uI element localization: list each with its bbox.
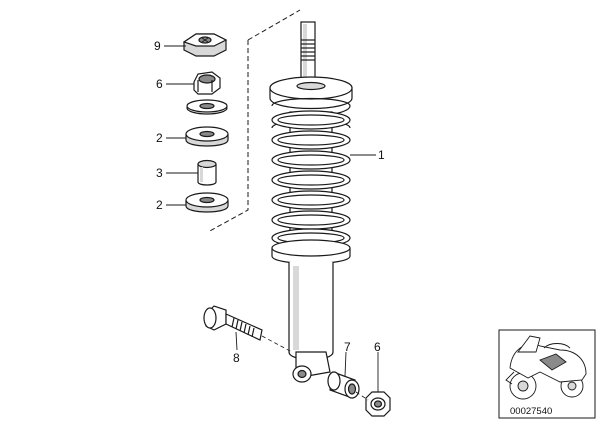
adjuster-knob — [182, 33, 228, 57]
scooter-thumbnail — [505, 335, 587, 400]
washer-top — [186, 99, 228, 115]
callout-2-upper: 2 — [156, 131, 163, 145]
spacer-sleeve — [197, 159, 217, 186]
hex-nut-top — [193, 71, 221, 95]
rubber-bushing-lower — [185, 192, 229, 213]
hex-nut-bottom — [365, 391, 391, 417]
assembly-bracket — [207, 9, 301, 233]
lower-axis-line — [355, 391, 369, 401]
eye-bushing — [327, 371, 360, 399]
diagram-code: 00027540 — [510, 406, 552, 417]
callout-2-lower: 2 — [156, 198, 163, 212]
shock-absorber — [269, 21, 353, 383]
vehicle-inset: 00027540 — [498, 329, 596, 419]
callout-6-bottom: 6 — [374, 340, 381, 354]
callout-9: 9 — [154, 39, 161, 53]
callout-7: 7 — [344, 340, 351, 354]
callout-8: 8 — [233, 351, 240, 365]
rubber-bushing-upper — [185, 126, 229, 147]
callout-3: 3 — [156, 166, 163, 180]
mounting-bolt — [203, 305, 263, 341]
leader-lines — [164, 45, 379, 392]
bolt-axis-line — [261, 335, 293, 353]
callout-6-top: 6 — [156, 77, 163, 91]
coil-spring — [271, 97, 351, 248]
callout-1: 1 — [378, 148, 385, 162]
